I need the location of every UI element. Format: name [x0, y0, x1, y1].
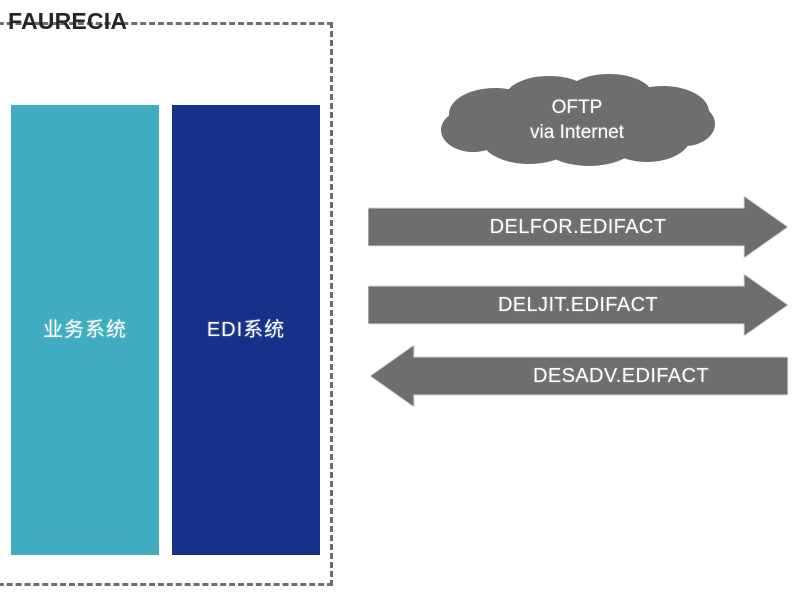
flow-arrow-deljit[interactable]: DELJIT.EDIFACT — [368, 274, 788, 336]
internet-cloud: OFTP via Internet — [437, 72, 717, 168]
company-boundary — [0, 22, 333, 586]
edi-system-label: EDI系统 — [206, 319, 286, 341]
cloud-icon — [441, 74, 715, 166]
company-title: FAURECIA — [8, 8, 128, 34]
arrow-left-icon — [370, 345, 788, 407]
flow-arrow-desadv[interactable]: DESADV.EDIFACT — [370, 345, 788, 407]
business-system-label: 业务系统 — [43, 319, 127, 341]
flow-arrow-delfor[interactable]: DELFOR.EDIFACT — [368, 196, 788, 258]
arrow-right-icon — [368, 196, 788, 258]
business-system-box[interactable]: 业务系统 — [11, 105, 159, 555]
edi-system-box[interactable]: EDI系统 — [172, 105, 320, 555]
arrow-right-icon — [368, 274, 788, 336]
